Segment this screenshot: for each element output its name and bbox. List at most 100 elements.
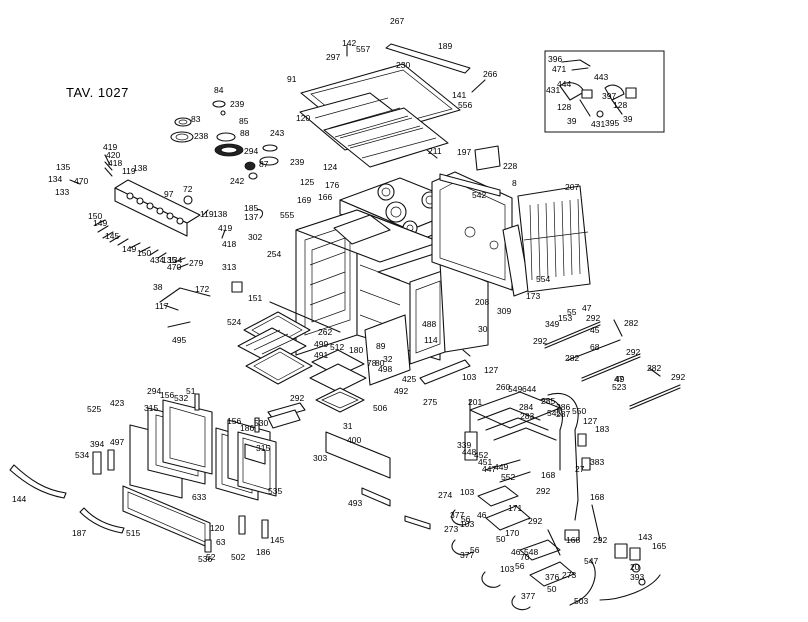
oven-doors bbox=[122, 399, 431, 549]
callout-530: 530 bbox=[254, 418, 268, 428]
callout-448: 448 bbox=[462, 447, 476, 457]
callout-254: 254 bbox=[267, 249, 281, 259]
callout-149: 149 bbox=[122, 244, 136, 254]
callout-425: 425 bbox=[402, 374, 416, 384]
valve-assemblies bbox=[451, 485, 601, 611]
callout-294: 294 bbox=[244, 146, 258, 156]
callout-145: 145 bbox=[270, 535, 284, 545]
callout-557: 557 bbox=[356, 44, 370, 54]
callout-284: 284 bbox=[519, 402, 533, 412]
callout-138: 138 bbox=[213, 209, 227, 219]
callout-470: 470 bbox=[167, 262, 181, 272]
callout-292: 292 bbox=[536, 486, 550, 496]
callout-168: 168 bbox=[590, 492, 604, 502]
callout-230: 230 bbox=[396, 60, 410, 70]
callout-542: 542 bbox=[472, 190, 486, 200]
callout-31: 31 bbox=[343, 421, 353, 431]
callout-201: 201 bbox=[468, 397, 482, 407]
callout-449: 449 bbox=[494, 462, 508, 472]
inset-callout-396: 396 bbox=[548, 54, 562, 64]
callout-447: 447 bbox=[482, 464, 496, 474]
callout-153: 153 bbox=[558, 313, 572, 323]
callout-50: 50 bbox=[496, 534, 506, 544]
inset-callout-471: 471 bbox=[552, 64, 566, 74]
callout-451: 451 bbox=[478, 457, 492, 467]
callout-315: 315 bbox=[256, 443, 270, 453]
callout-294: 294 bbox=[147, 386, 161, 396]
callout-56: 56 bbox=[461, 514, 471, 524]
callout-532: 532 bbox=[174, 393, 188, 403]
callout-523: 523 bbox=[612, 382, 626, 392]
inset-callout-128: 128 bbox=[557, 102, 571, 112]
callout-545: 545 bbox=[547, 408, 561, 418]
callout-83: 83 bbox=[191, 114, 201, 124]
callout-383: 383 bbox=[590, 457, 604, 467]
callout-292: 292 bbox=[626, 347, 640, 357]
callout-262: 262 bbox=[318, 327, 332, 337]
callout-150: 150 bbox=[137, 248, 151, 258]
callout-292: 292 bbox=[586, 313, 600, 323]
callout-120: 120 bbox=[210, 523, 224, 533]
lid-assembly bbox=[299, 43, 486, 168]
gas-fittings bbox=[614, 543, 646, 586]
callout-283: 283 bbox=[520, 411, 534, 421]
callout-498: 498 bbox=[378, 364, 392, 374]
callout-266: 266 bbox=[483, 69, 497, 79]
callout-117: 117 bbox=[155, 301, 169, 311]
callout-313: 313 bbox=[222, 262, 236, 272]
inset-callout-39: 39 bbox=[623, 114, 633, 124]
inset-callout-431: 431 bbox=[591, 119, 605, 129]
callout-156: 156 bbox=[227, 416, 241, 426]
callout-292: 292 bbox=[290, 393, 304, 403]
callout-84: 84 bbox=[214, 85, 224, 95]
inset-callout-444: 444 bbox=[557, 79, 571, 89]
diagram-title: TAV. 1027 bbox=[66, 85, 129, 100]
callout-183: 183 bbox=[595, 424, 609, 434]
callout-187: 187 bbox=[72, 528, 86, 538]
callout-142: 142 bbox=[342, 38, 356, 48]
callout-91: 91 bbox=[287, 74, 297, 84]
callout-166: 166 bbox=[318, 192, 332, 202]
callout-282: 282 bbox=[624, 318, 638, 328]
callout-168: 168 bbox=[566, 535, 580, 545]
callout-377: 377 bbox=[460, 550, 474, 560]
callout-292: 292 bbox=[593, 535, 607, 545]
callout-151: 151 bbox=[248, 293, 262, 303]
callout-141: 141 bbox=[452, 90, 466, 100]
rear-wall bbox=[517, 185, 591, 293]
callout-239: 239 bbox=[230, 99, 244, 109]
callout-185: 185 bbox=[244, 203, 258, 213]
callout-393: 393 bbox=[630, 572, 644, 582]
callout-394: 394 bbox=[90, 439, 104, 449]
callout-309: 309 bbox=[497, 306, 511, 316]
callout-103: 103 bbox=[500, 564, 514, 574]
callout-242: 242 bbox=[230, 176, 244, 186]
callout-491: 491 bbox=[314, 350, 328, 360]
callout-492: 492 bbox=[394, 386, 408, 396]
callout-536: 536 bbox=[198, 554, 212, 564]
callout-138: 138 bbox=[133, 163, 147, 173]
oven-carcass bbox=[269, 209, 489, 386]
callout-423: 423 bbox=[110, 398, 124, 408]
callout-170: 170 bbox=[505, 528, 519, 538]
callout-8: 8 bbox=[512, 178, 517, 188]
callout-47: 47 bbox=[614, 374, 624, 384]
callout-292: 292 bbox=[533, 336, 547, 346]
callout-274: 274 bbox=[438, 490, 452, 500]
callout-149: 149 bbox=[93, 218, 107, 228]
callout-273: 273 bbox=[562, 570, 576, 580]
callout-63: 63 bbox=[216, 537, 226, 547]
callout-143: 143 bbox=[638, 532, 652, 542]
callout-282: 282 bbox=[565, 353, 579, 363]
callout-420: 420 bbox=[106, 150, 120, 160]
callout-189: 189 bbox=[438, 41, 452, 51]
callout-525: 525 bbox=[87, 404, 101, 414]
callout-197: 197 bbox=[457, 147, 471, 157]
callout-535: 535 bbox=[268, 486, 282, 496]
callout-172: 172 bbox=[195, 284, 209, 294]
callout-434: 434 bbox=[150, 255, 164, 265]
callout-30: 30 bbox=[478, 324, 488, 334]
